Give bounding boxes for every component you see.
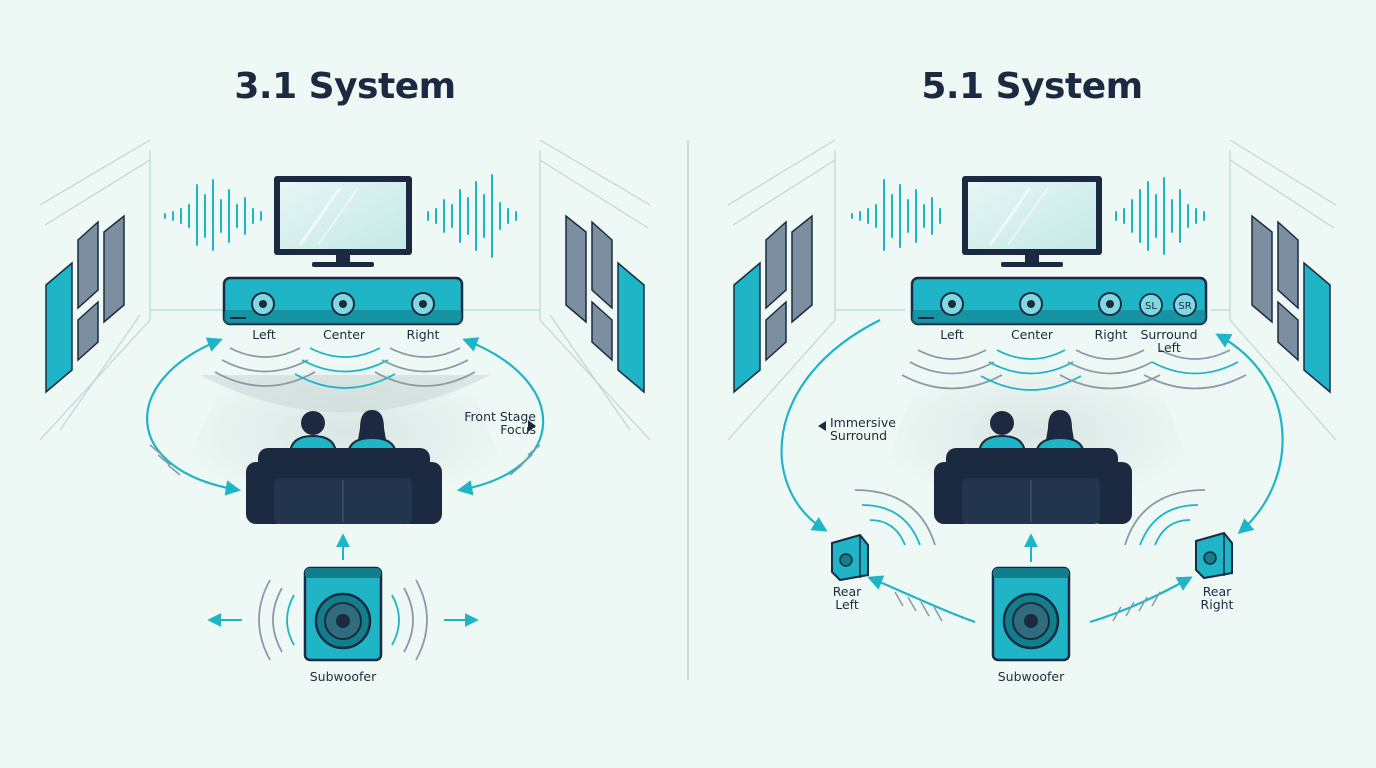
arrow-sub-to-rear-left: [867, 575, 976, 624]
label-rear-right: Rear Right: [1200, 584, 1234, 612]
arrow-curve-left-51: [780, 319, 881, 532]
couch-right: [934, 410, 1132, 524]
rear-waves: [854, 489, 1206, 546]
label-subwoofer-51: Subwoofer: [997, 669, 1065, 684]
soundbar-left: [222, 276, 464, 326]
couch-left: [246, 410, 442, 524]
label-rear-left: Rear Left: [832, 584, 862, 612]
rear-left-speaker: [831, 533, 869, 582]
annotation-immersive-surround: Immersive Surround: [830, 415, 896, 443]
rear-right-speaker: [1195, 531, 1233, 580]
chevrons-right: [894, 591, 1161, 622]
arrow-curve-right: [456, 337, 545, 496]
arrow-sub-to-rear-right: [1089, 576, 1193, 624]
label-center-51: Center: [1010, 327, 1054, 342]
badge-sr: SR: [1178, 301, 1191, 312]
title-5-1-system: 5.1 System: [921, 66, 1143, 107]
subwoofer-left: [303, 566, 383, 662]
waveform-right: [427, 174, 517, 258]
arrow-curve-left: [146, 337, 242, 496]
soundbar-right: SL SR: [910, 276, 1208, 326]
acoustic-panels-left: [45, 214, 645, 394]
waveform-left: [164, 179, 262, 251]
label-left-51: Left: [940, 327, 964, 342]
arrow-curve-right-51: [1215, 333, 1284, 535]
label-right-51: Right: [1094, 327, 1128, 342]
label-left-31: Left: [252, 327, 276, 342]
sub-waves-left: [258, 579, 428, 661]
tv-right: [962, 176, 1102, 267]
panel-3-1: [39, 139, 651, 662]
label-surround-left-51: Surround Left: [1140, 327, 1198, 355]
subwoofer-right: [991, 566, 1071, 662]
title-3-1-system: 3.1 System: [234, 66, 456, 107]
waveform-left-51: [851, 179, 941, 251]
badge-sl: SL: [1145, 301, 1157, 312]
label-center-31: Center: [322, 327, 366, 342]
label-subwoofer-31: Subwoofer: [309, 669, 377, 684]
chevrons-left: [149, 444, 541, 476]
acoustic-panels-right: [733, 214, 1331, 394]
label-right-31: Right: [406, 327, 440, 342]
soundwaves-right: [901, 349, 1247, 391]
panel-5-1: SL SR: [727, 139, 1337, 662]
annotation-front-stage-focus: Front Stage Focus: [464, 409, 536, 437]
waveform-right-51: [1115, 177, 1205, 255]
tv-left: [274, 176, 412, 267]
